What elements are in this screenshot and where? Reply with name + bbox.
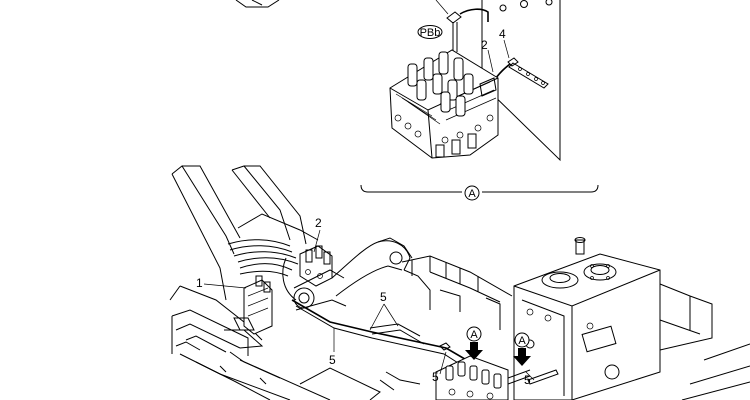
port-tag-label: PBb xyxy=(420,27,441,39)
fitting-4 xyxy=(507,57,519,67)
callout-5-lower: 5 xyxy=(432,370,439,384)
plate-bolt-hole xyxy=(499,4,507,12)
view-arrow-icon xyxy=(513,348,531,366)
mounting-plate xyxy=(481,0,561,162)
view-label-circle xyxy=(464,185,480,201)
bracket-strip xyxy=(508,62,549,89)
view-bracket-left xyxy=(360,184,462,193)
callout-5-upper: 5 xyxy=(380,290,387,304)
callout-5-right: 5 xyxy=(524,373,531,387)
view-marker-label: A xyxy=(518,335,526,347)
callout-4: 4 xyxy=(499,27,506,41)
control-valve xyxy=(389,49,499,159)
callout-5-left: 5 xyxy=(329,353,336,367)
view-marker-label: A xyxy=(470,329,478,341)
left-valve-group xyxy=(224,275,273,349)
main-view: 1 2 5 5 5 5 A A xyxy=(169,165,750,400)
upper-frame xyxy=(401,255,513,330)
tank-cap xyxy=(541,271,579,289)
lower-control-valve xyxy=(435,355,559,400)
detail-view: PBb 2 4 A xyxy=(235,0,599,201)
hydraulic-tank xyxy=(513,237,750,400)
tank-breather xyxy=(575,239,585,255)
callouts: 1 2 5 5 5 5 xyxy=(196,216,535,387)
boom xyxy=(169,165,319,341)
leader-line xyxy=(435,0,449,15)
view-arrow-icon xyxy=(465,342,483,360)
leader-line xyxy=(369,303,399,331)
callout-2-main: 2 xyxy=(315,216,322,230)
cropped-part-top-left xyxy=(235,0,280,8)
leader-line xyxy=(487,49,494,73)
hydraulic-lines xyxy=(227,239,299,277)
elbow-fitting xyxy=(446,11,462,24)
plate-bolt-hole xyxy=(520,0,528,8)
tank-cover xyxy=(583,263,617,281)
plate-bolt-hole xyxy=(545,0,553,6)
base-frame xyxy=(171,309,381,400)
view-marker-a-1: A xyxy=(465,326,483,360)
pivot-boss xyxy=(293,287,315,309)
port-tag-oval xyxy=(417,25,443,39)
view-label: A xyxy=(468,188,476,200)
leader-line xyxy=(439,351,447,375)
pipe-top xyxy=(459,8,489,22)
leader-line xyxy=(525,371,535,381)
spool-caps xyxy=(407,51,474,117)
hose-clamp xyxy=(439,342,451,351)
callout-1: 1 xyxy=(196,276,203,290)
view-marker-a-2: A xyxy=(513,332,531,366)
arm-bracket xyxy=(293,237,431,311)
callout-2: 2 xyxy=(481,38,488,52)
leader-line xyxy=(503,39,510,59)
bracket-strip-lower xyxy=(527,369,559,385)
view-bracket-right xyxy=(482,184,599,193)
leader-line xyxy=(203,283,247,289)
hose-lines-5 xyxy=(291,299,471,391)
leader-line xyxy=(313,229,321,253)
